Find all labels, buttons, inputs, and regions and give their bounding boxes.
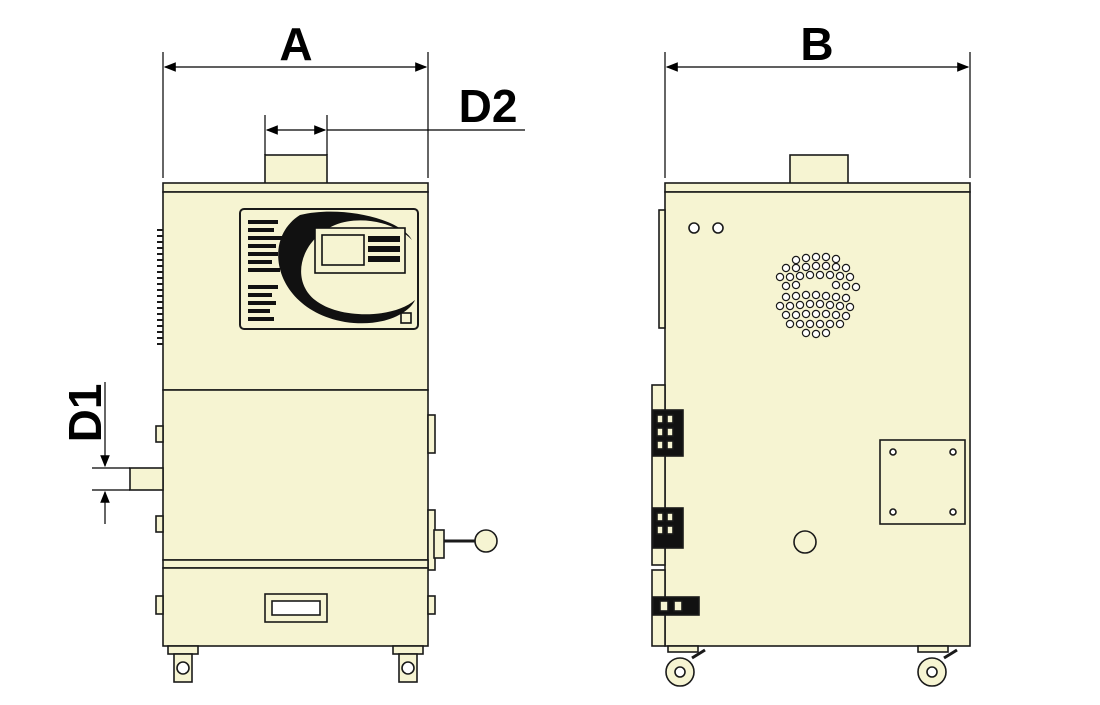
dimension-d2-label: D2 [459,80,518,132]
lower-bin [162,559,429,569]
side-port [793,530,817,554]
dimension-b [664,52,971,178]
dimension-a [162,52,429,178]
dimension-d1-label: D1 [59,384,111,443]
side-caster-wheel-icon [665,645,958,687]
hinge-upper [652,409,684,457]
front-view [129,154,498,683]
side-view [651,154,971,687]
dimension-a-label: A [279,18,312,70]
side-top-cap [664,182,971,193]
dimension-d1 [92,382,130,524]
dimension-d2 [264,115,525,155]
middle-cabinet [162,389,429,561]
bin-handle[interactable] [264,593,328,623]
bin-latch[interactable] [652,596,700,616]
handle-lever[interactable] [433,529,498,559]
outlet-duct [264,154,328,186]
perforated-vent-icon [775,252,861,339]
top-cap [162,182,429,193]
access-plate [879,439,966,525]
hinge-lower [652,507,684,549]
control-panel-logo-icon [239,208,419,330]
caster-wheel-icon [167,645,424,683]
side-louvers [157,229,163,345]
side-outlet-duct [789,154,849,186]
inlet-stub [129,467,164,491]
dimension-b-label: B [800,18,833,70]
